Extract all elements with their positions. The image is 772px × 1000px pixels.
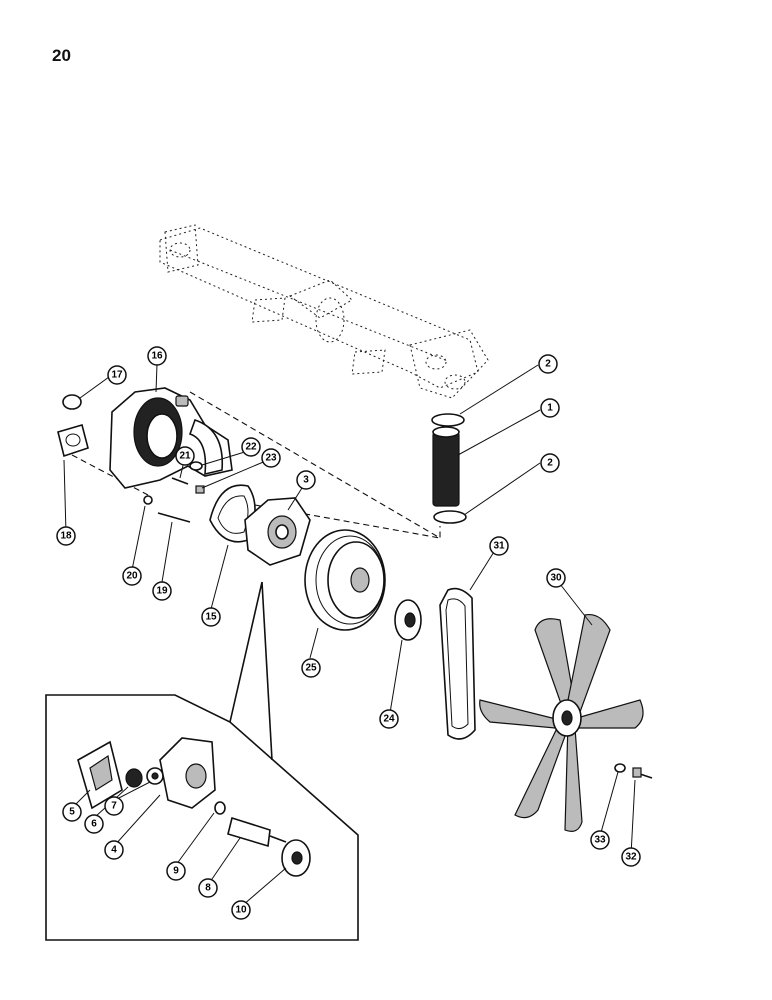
callout-30: 30 [546,568,566,588]
fan-belt [439,587,476,740]
svg-text:22: 22 [245,442,257,453]
svg-text:23: 23 [265,453,277,464]
callout-2-lower: 2 [540,453,560,473]
svg-text:31: 31 [493,541,505,552]
plug [62,394,82,410]
callout-16: 16 [147,346,167,366]
fan [479,613,644,832]
callout-23: 23 [261,448,281,468]
svg-text:16: 16 [151,351,163,362]
callout-8: 8 [198,878,218,898]
stud [171,477,189,485]
water-manifold [159,224,489,399]
callout-31: 31 [489,536,509,556]
svg-text:24: 24 [383,714,395,725]
callout-17: 17 [107,365,127,385]
svg-text:33: 33 [594,835,606,846]
pump-housing [109,387,233,489]
washer [189,461,203,471]
callout-22: 22 [241,437,261,457]
callout-20: 20 [122,566,142,586]
svg-text:30: 30 [550,573,562,584]
svg-text:32: 32 [625,852,637,863]
bolt-washer [143,495,153,505]
svg-text:18: 18 [60,531,72,542]
bolt [157,512,191,523]
pulley [304,529,386,631]
housing-gasket [57,424,89,458]
svg-text:10: 10 [235,905,247,916]
pump-gasket [209,484,256,543]
svg-text:25: 25 [305,663,317,674]
fan-bolt [639,773,653,779]
svg-text:15: 15 [205,612,217,623]
callout-1: 1 [540,398,560,418]
bypass-hose [431,413,467,524]
callout-18: 18 [56,526,76,546]
callout-19: 19 [152,581,172,601]
callout-5: 5 [62,802,82,822]
callout-24: 24 [379,709,399,729]
gasket-hole [65,433,81,447]
page-number: 20 [52,46,71,65]
callout-15: 15 [201,607,221,627]
svg-text:7: 7 [111,801,117,812]
svg-text:20: 20 [126,571,138,582]
svg-text:2: 2 [547,458,553,469]
fan-washer [614,763,626,773]
callout-7: 7 [104,796,124,816]
callout-2-upper: 2 [538,354,558,374]
svg-text:17: 17 [111,370,123,381]
callout-21: 21 [175,446,195,466]
callout-10: 10 [231,900,251,920]
callout-25: 25 [301,658,321,678]
svg-text:3: 3 [303,475,309,486]
leader-lines [63,363,636,906]
svg-text:19: 19 [156,586,168,597]
fan-spacer [394,599,422,641]
nut [195,485,205,494]
callout-32: 32 [621,847,641,867]
callout-9: 9 [166,861,186,881]
callout-4: 4 [104,840,124,860]
svg-text:6: 6 [91,819,97,830]
fan-bolt-head [632,767,642,778]
callout-33: 33 [590,830,610,850]
svg-text:2: 2 [545,359,551,370]
svg-text:9: 9 [173,866,179,877]
svg-text:8: 8 [205,883,211,894]
callout-6: 6 [84,814,104,834]
water-pump [244,497,311,566]
svg-text:5: 5 [69,807,75,818]
svg-text:4: 4 [111,845,117,856]
svg-text:21: 21 [179,451,191,462]
callout-3: 3 [296,470,316,490]
svg-text:1: 1 [547,403,553,414]
